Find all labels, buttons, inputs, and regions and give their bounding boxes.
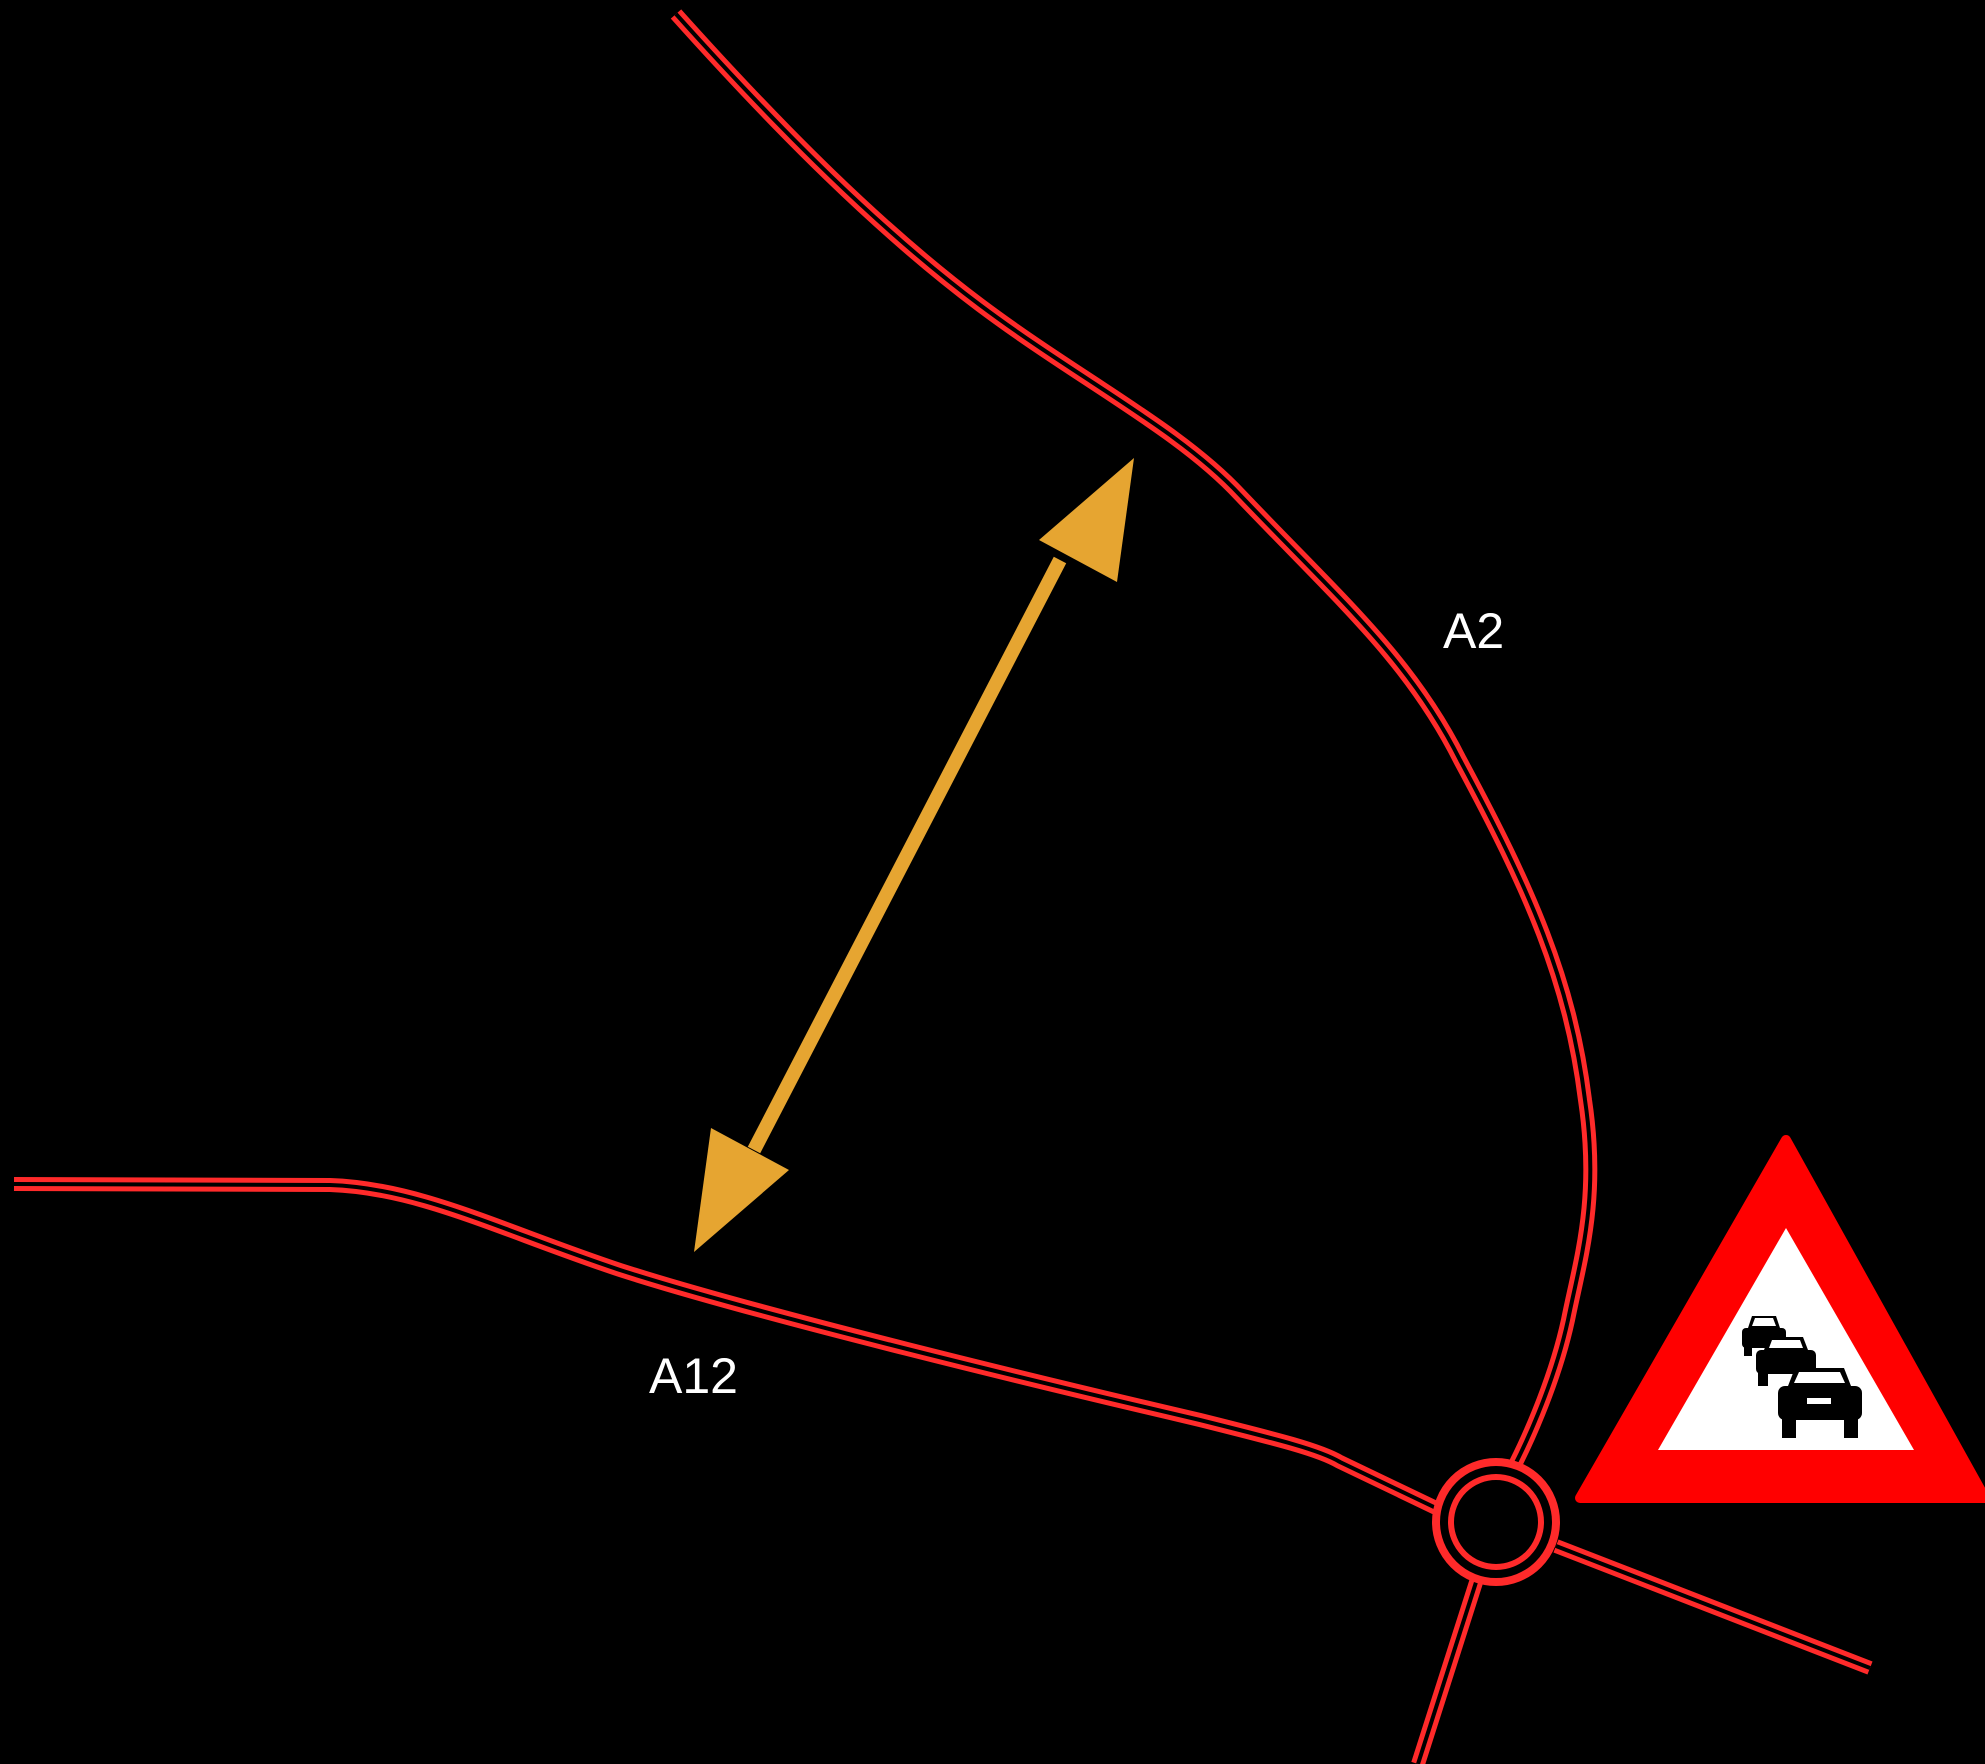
double-arrow-icon [694, 458, 1134, 1252]
traffic-jam-warning-sign-icon [1575, 1135, 1985, 1503]
road-a2 [670, 9, 1598, 1496]
road-a12-east [1553, 1539, 1873, 1675]
road-a2-south [1411, 1573, 1485, 1764]
car-icon [1756, 1337, 1816, 1386]
car-icon [1778, 1368, 1862, 1438]
road-a12 [13, 1177, 1440, 1515]
roundabout-icon [1432, 1458, 1560, 1586]
road-label-a12: A12 [649, 1348, 738, 1404]
road-label-a2: A2 [1443, 603, 1505, 659]
